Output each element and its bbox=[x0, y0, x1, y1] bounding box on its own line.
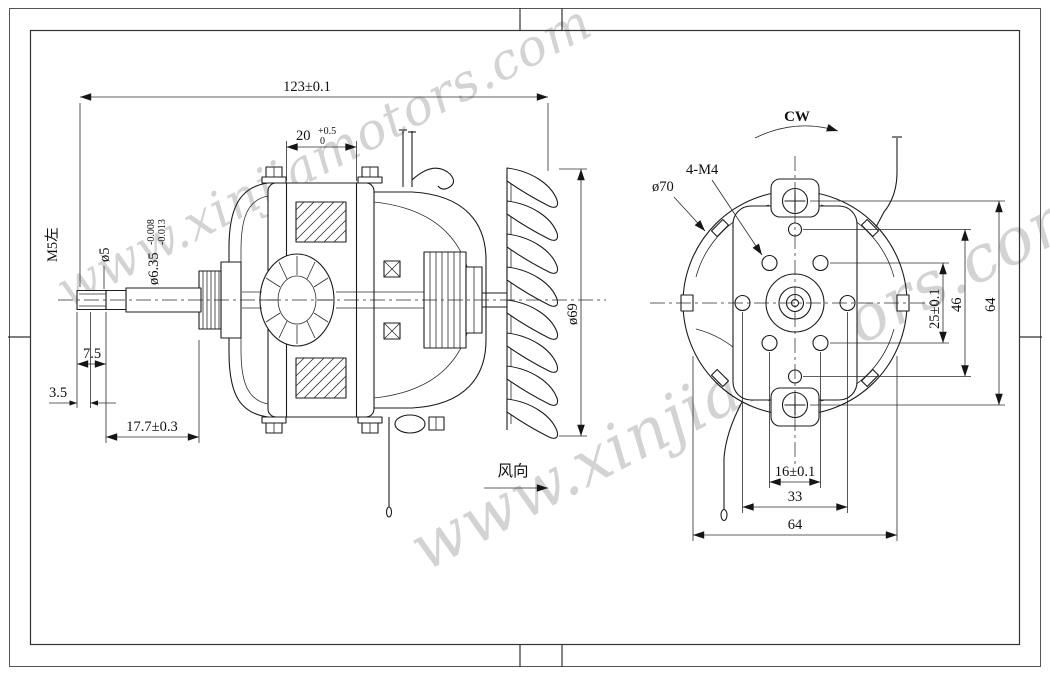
dim-shaft-extension-label: 17.7±0.3 bbox=[126, 419, 177, 435]
dim-thread-length: 7.5 bbox=[76, 312, 107, 443]
lead-wire-bottom bbox=[385, 414, 445, 518]
mounting-tab-top bbox=[770, 178, 820, 218]
through-bolt-top-right bbox=[357, 166, 383, 184]
dim-holes-vertical-label: 25±0.1 bbox=[927, 288, 943, 329]
frame-center-ticks bbox=[8, 8, 1042, 667]
dim-overall-length: 123±0.1 bbox=[79, 79, 549, 287]
cord-anchor bbox=[428, 416, 445, 431]
mounting-hole bbox=[812, 254, 829, 272]
dim-holes-vertical: 25±0.1 bbox=[830, 262, 949, 344]
dim-holes-horizontal: 16±0.1 bbox=[769, 352, 821, 488]
dim-stack-length: 20 +0.5 0 bbox=[286, 122, 357, 181]
dim-shaft-extension: 17.7±0.3 bbox=[106, 340, 200, 443]
rotation-arrow bbox=[754, 124, 839, 139]
dim-holes-horizontal-label: 16±0.1 bbox=[775, 464, 816, 480]
rotation-label: CW bbox=[784, 109, 810, 125]
airflow-direction: 风向 bbox=[484, 462, 548, 492]
thread-spec-label: M5左 bbox=[44, 227, 61, 262]
dim-overall-length-label: 123±0.1 bbox=[283, 79, 331, 95]
dim-mid-vertical: 46 bbox=[803, 229, 971, 377]
dim-thread-length-label: 7.5 bbox=[83, 346, 101, 362]
dim-stack-length-label: 20 +0.5 0 bbox=[296, 122, 340, 147]
dim-fan-diameter-label: ø69 bbox=[565, 303, 581, 325]
coil-section-bottom bbox=[295, 357, 347, 399]
dim-mid-horizontal: 33 bbox=[742, 312, 848, 513]
dim-mid-horizontal-label: 33 bbox=[788, 489, 803, 505]
dim-overall-horizontal-label: 64 bbox=[788, 517, 803, 533]
dim-tip-length-label: 3.5 bbox=[49, 385, 67, 401]
lead-wires-top bbox=[399, 129, 455, 190]
lead-wire-top-right bbox=[875, 136, 902, 228]
fan-blades bbox=[506, 167, 559, 439]
fan-blade bbox=[506, 167, 559, 208]
wire-grommet bbox=[394, 414, 426, 434]
dim-fan-diameter: ø69 bbox=[559, 168, 587, 437]
mounting-hole bbox=[761, 334, 778, 352]
front-view: CW 4-M4 ø70 25±0.1 46 64 bbox=[650, 109, 1005, 541]
dim-tip-length: 3.5 bbox=[49, 312, 116, 408]
dim-overall-vertical: 64 bbox=[810, 200, 1005, 406]
drawing-frame bbox=[8, 8, 1042, 667]
through-bolt-bottom-left bbox=[261, 416, 287, 434]
mount-holes-label: 4-M4 bbox=[686, 162, 719, 178]
inner-border bbox=[29, 29, 1021, 646]
vent-slot-upper-left bbox=[710, 218, 730, 238]
body-diameter-label: ø70 bbox=[652, 179, 674, 195]
slot-wedge-bottom bbox=[383, 322, 401, 340]
mount-holes-callout: 4-M4 bbox=[686, 162, 763, 256]
vent-slot-upper-right bbox=[860, 218, 880, 238]
through-bolt-top-left bbox=[261, 166, 287, 184]
coil-section-top bbox=[295, 201, 347, 243]
mounting-hole bbox=[812, 334, 829, 352]
dim-overall-horizontal: 64 bbox=[692, 356, 898, 541]
slot-wedge-top bbox=[383, 260, 401, 278]
shaft-dia-small-text: ø5 bbox=[97, 248, 113, 263]
rotation-direction: CW bbox=[754, 109, 839, 139]
lead-wire-bottom-left bbox=[720, 401, 743, 522]
dim-mid-vertical-label: 46 bbox=[949, 298, 965, 313]
through-bolt-bottom-right bbox=[357, 416, 383, 434]
mounting-hole bbox=[761, 254, 778, 272]
body-diameter-callout: ø70 bbox=[652, 179, 706, 232]
side-view: 123±0.1 20 +0.5 0 M5左 ø5 ø6.35 -0.008 -0… bbox=[44, 79, 606, 518]
vent-slot-lower-right bbox=[860, 368, 880, 388]
airflow-label: 风向 bbox=[497, 462, 528, 480]
dim-overall-vertical-label: 64 bbox=[983, 297, 999, 312]
shaft-dia-small-label: ø5 bbox=[97, 248, 113, 289]
shaft-dia-main-label: ø6.35 -0.008 -0.013 bbox=[142, 216, 168, 285]
vent-slot-lower-left bbox=[710, 368, 730, 388]
